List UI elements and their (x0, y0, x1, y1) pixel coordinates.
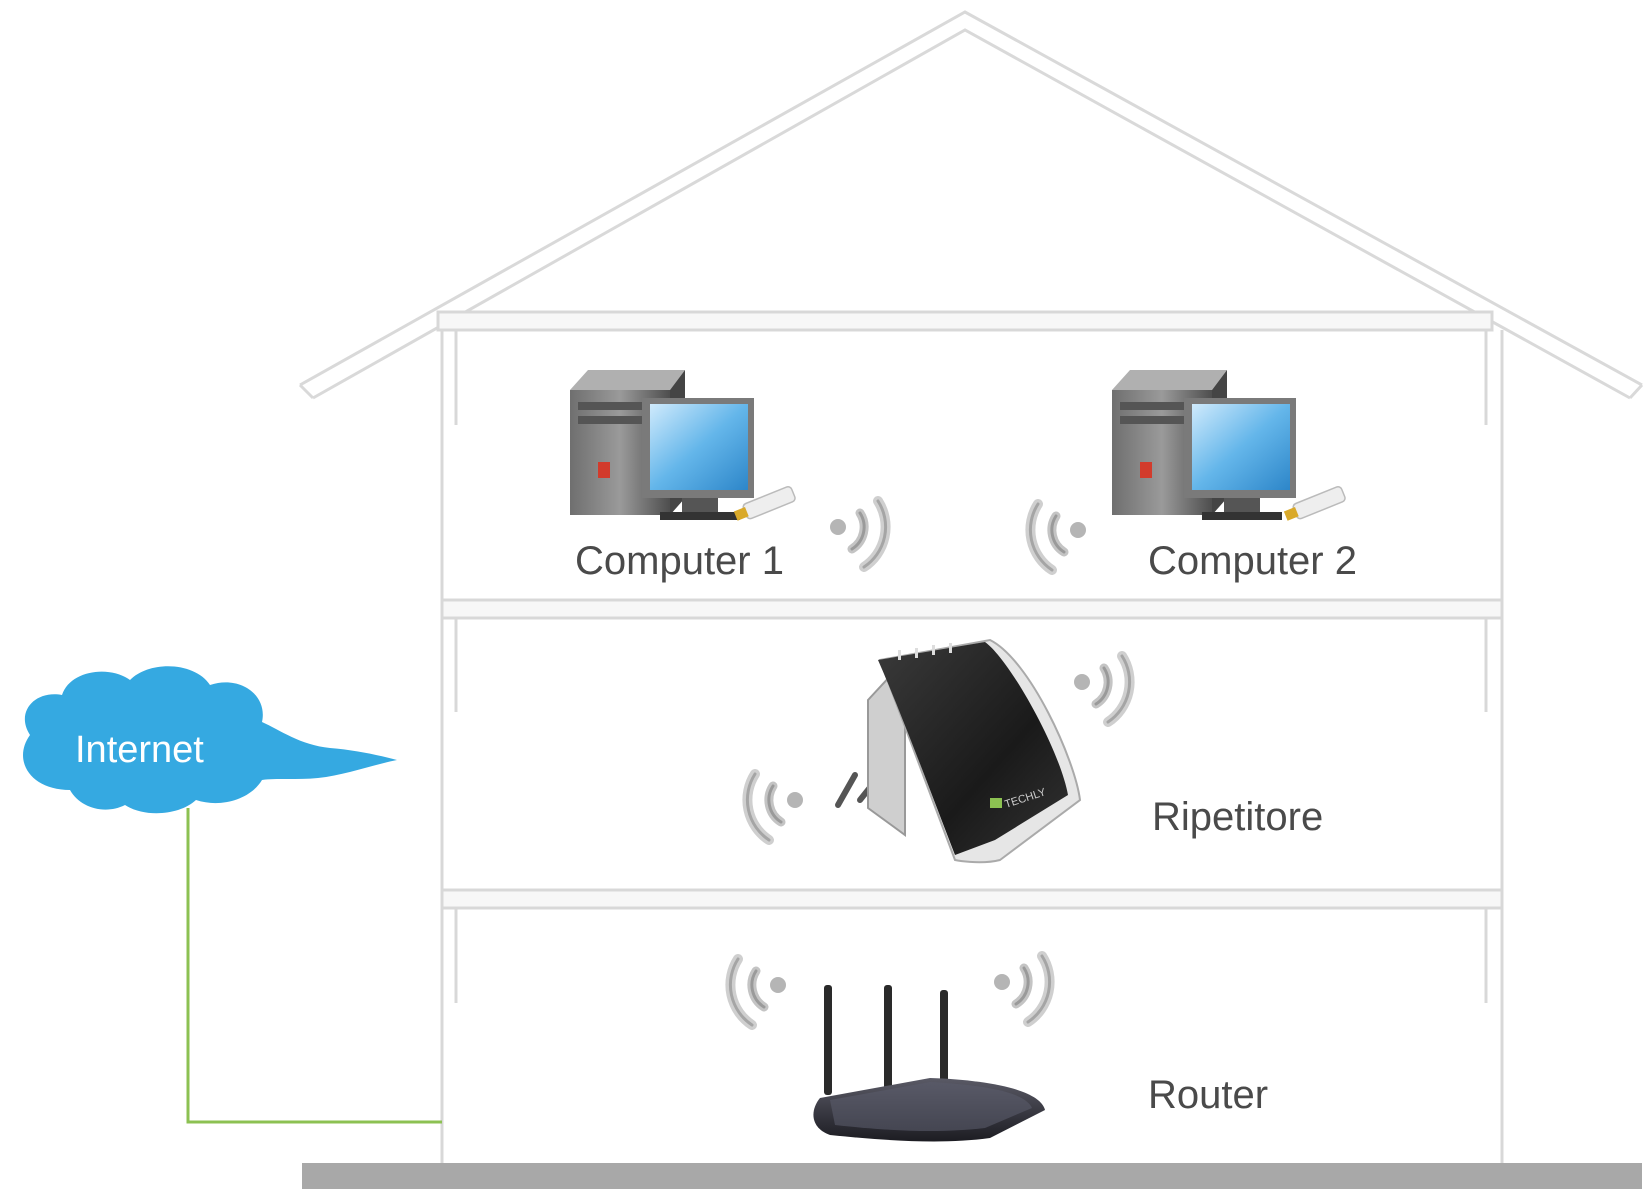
wifi-signal-icon (994, 956, 1050, 1022)
router-icon (813, 985, 1045, 1142)
ground-line (302, 1163, 1642, 1189)
wifi-signal-icon (1074, 656, 1130, 722)
computer-1-label: Computer 1 (575, 539, 784, 583)
usb-adapter-icon (733, 485, 796, 521)
wifi-signal-icon (730, 959, 786, 1025)
usb-adapter-icon (1283, 485, 1346, 521)
wifi-signal-icon (1030, 504, 1086, 570)
computer-2-label: Computer 2 (1148, 539, 1357, 583)
wifi-signal-icon (830, 501, 886, 567)
internet-cable (186, 808, 442, 1124)
computer-1-icon (570, 370, 754, 520)
repeater-icon: TECHLY (835, 638, 1082, 864)
house-structure (436, 310, 1504, 1168)
repeater-label: Ripetitore (1152, 795, 1323, 839)
computer-2-icon (1112, 370, 1296, 520)
router-label: Router (1148, 1073, 1268, 1117)
internet-label: Internet (75, 729, 204, 771)
cloud-icon: Internet (23, 666, 397, 814)
house-roof (298, 10, 1644, 400)
wifi-signal-icon (747, 774, 803, 840)
